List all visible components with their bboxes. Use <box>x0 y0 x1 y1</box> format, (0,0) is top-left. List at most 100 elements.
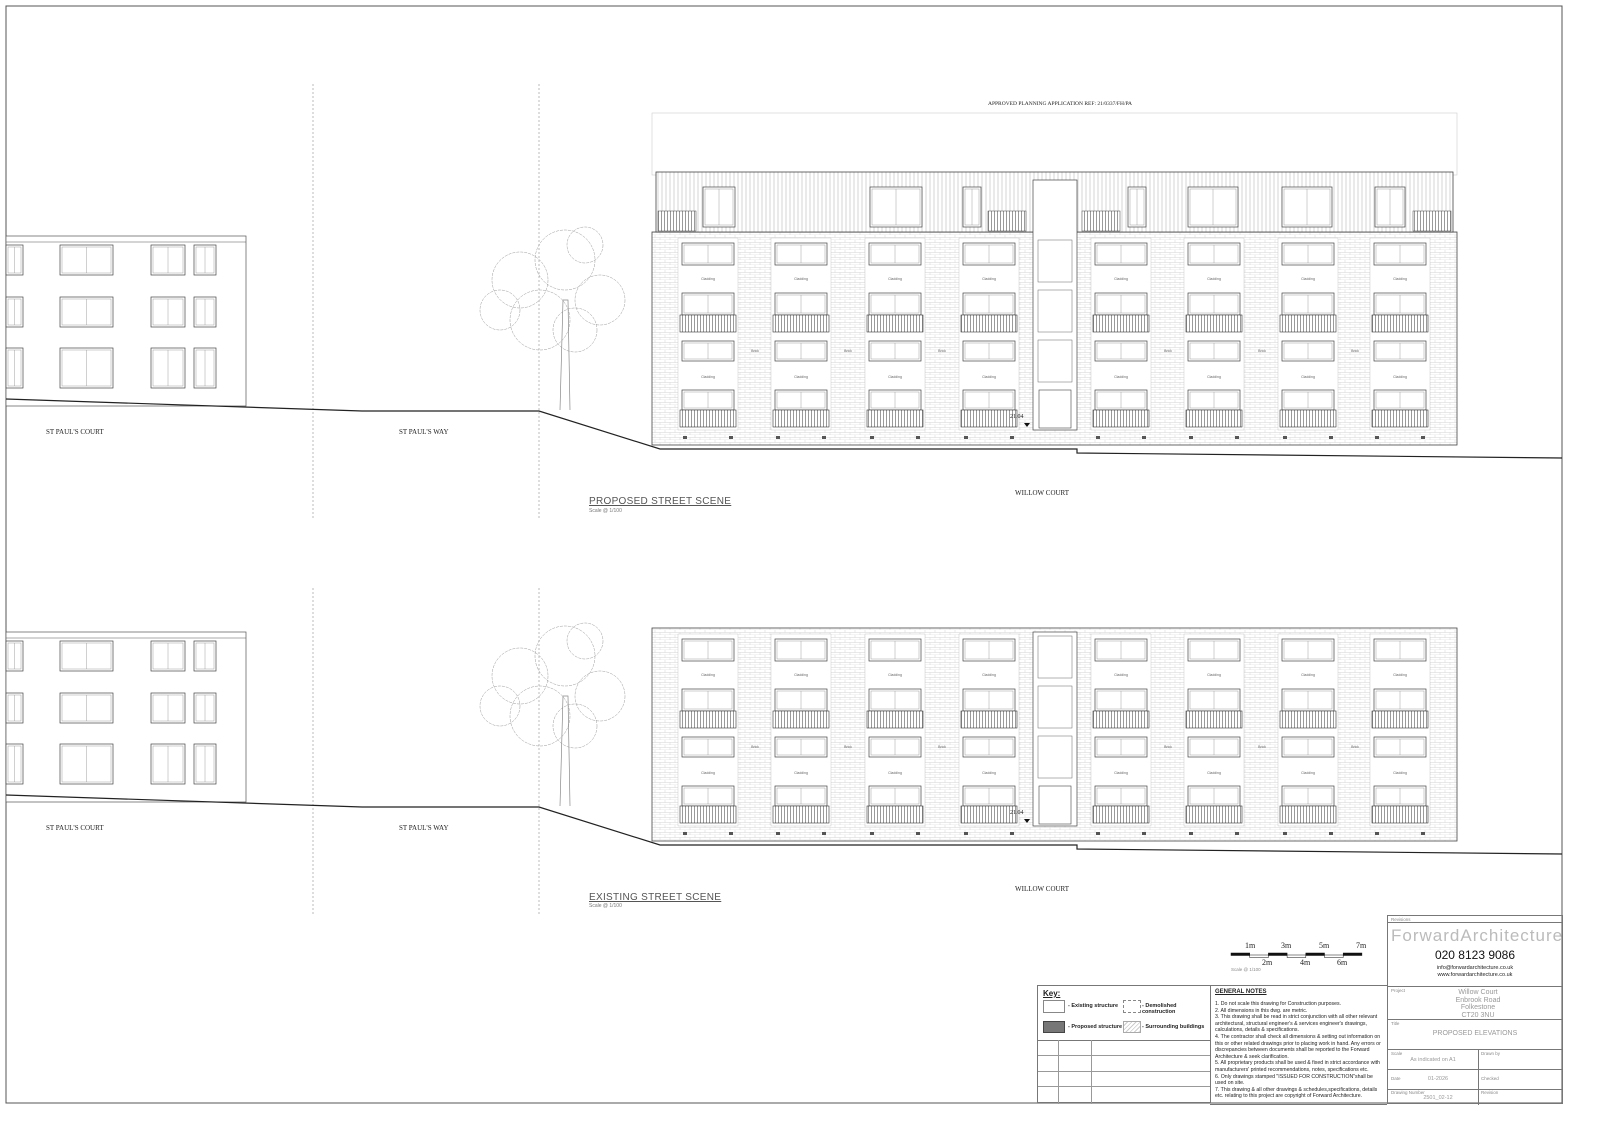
balcony-balustrade <box>1279 710 1337 729</box>
scale-tick: 6m <box>1337 958 1348 967</box>
website: www.forwardarchitecture.co.uk <box>1437 972 1513 978</box>
air-brick <box>1010 832 1014 835</box>
scale-tick: 1m <box>1245 941 1256 950</box>
scale-bar-segment <box>1268 952 1288 956</box>
air-brick <box>1235 832 1239 835</box>
material-label: Brick <box>844 745 852 749</box>
air-brick <box>776 832 780 835</box>
air-brick <box>1010 436 1014 439</box>
stair-window <box>1037 685 1073 729</box>
proposed-scene-scale: Scale @ 1/100 <box>589 508 622 514</box>
material-label: Cladding <box>1207 277 1221 281</box>
air-brick <box>1189 436 1193 439</box>
air-brick <box>1421 832 1425 835</box>
tree-canopy <box>491 251 549 309</box>
balcony-balustrade <box>1185 314 1243 333</box>
material-label: Cladding <box>982 277 996 281</box>
level-marker-icon <box>1024 819 1030 823</box>
tree-canopy <box>491 647 549 705</box>
project-cell: Project Willow Court Enbrook Road Folkes… <box>1388 986 1562 1019</box>
balcony-balustrade <box>1185 710 1243 729</box>
tree-canopy <box>534 625 596 687</box>
drawing-title: PROPOSED ELEVATIONS <box>1432 1030 1518 1037</box>
scale-tick: 7m <box>1356 941 1367 950</box>
material-label: Cladding <box>1393 277 1407 281</box>
air-brick <box>1375 832 1379 835</box>
material-label: Brick <box>844 349 852 353</box>
air-brick <box>683 832 687 835</box>
air-brick <box>1329 832 1333 835</box>
note: 6. Only drawings stamped "ISSUED FOR CON… <box>1215 1073 1373 1087</box>
tree-canopy <box>552 703 598 749</box>
label-willow-court: WILLOW COURT <box>1015 489 1070 497</box>
proposed-elevation: CladdingCladdingCladdingCladdingCladding… <box>5 171 1563 459</box>
air-brick <box>683 436 687 439</box>
air-brick <box>1375 436 1379 439</box>
air-brick <box>964 436 968 439</box>
material-label: Cladding <box>982 375 996 379</box>
balcony-balustrade <box>1279 409 1337 428</box>
material-label: Cladding <box>1301 277 1315 281</box>
air-brick <box>964 832 968 835</box>
material-label: Cladding <box>888 771 902 775</box>
tree-canopy <box>574 670 626 722</box>
proposed-scene-title: PROPOSED STREET SCENE <box>589 496 732 507</box>
scale-label: Scale <box>1391 1051 1403 1056</box>
balcony-balustrade <box>772 710 830 729</box>
roof-balustrade <box>987 210 1027 232</box>
note: 5. All proprietary products shall be use… <box>1215 1060 1380 1073</box>
air-brick <box>729 436 733 439</box>
material-label: Cladding <box>1301 771 1315 775</box>
key-label: - Demolished construction <box>1142 1003 1177 1015</box>
notes-list: 1. Do not scale this drawing for Constru… <box>1215 1001 1383 1100</box>
material-label: Cladding <box>1114 673 1128 677</box>
tree-icon <box>479 622 626 807</box>
air-brick <box>822 436 826 439</box>
scale-row: Scale As indicated on A1 Drawn by <box>1388 1049 1562 1070</box>
tree-canopy <box>479 289 521 331</box>
drawing-number-label: Drawing Number <box>1391 1090 1425 1095</box>
phone: 020 8123 9086 <box>1434 948 1516 962</box>
balcony-balustrade <box>679 805 737 824</box>
scale-value: As indicated on A1 <box>1410 1057 1456 1063</box>
material-label: Cladding <box>701 277 715 281</box>
note: 4. The contractor shall check all dimens… <box>1215 1033 1381 1060</box>
existing-scene-title: EXISTING STREET SCENE <box>589 892 722 903</box>
label-st-pauls-court: ST PAUL'S COURT <box>46 824 104 832</box>
air-brick <box>916 436 920 439</box>
balcony-balustrade <box>960 409 1018 428</box>
date-row: Date 01-2026 Checked <box>1388 1069 1562 1090</box>
tree-canopy <box>574 274 626 326</box>
material-label: Brick <box>751 349 759 353</box>
material-label: Cladding <box>794 277 808 281</box>
notes-title: GENERAL NOTES <box>1215 989 1267 995</box>
balcony-balustrade <box>1279 805 1337 824</box>
key-panel: Key: - Existing structure - Demolished c… <box>1037 985 1211 1104</box>
tree-canopy <box>566 226 604 264</box>
note: 2. All dimensions in this dwg. are metri… <box>1215 1007 1308 1014</box>
material-label: Brick <box>1351 349 1359 353</box>
scale-bar-segment <box>1342 952 1363 956</box>
scale-bar-segment <box>1249 954 1269 958</box>
label-st-pauls-way: ST PAUL'S WAY <box>399 428 449 436</box>
balcony-balustrade <box>679 409 737 428</box>
material-label: Cladding <box>701 771 715 775</box>
balcony-balustrade <box>866 805 924 824</box>
existing-elevation: CladdingCladdingCladdingCladdingCladding… <box>5 622 1563 855</box>
scale-bar-segment <box>1305 952 1325 956</box>
scale-bar-segment <box>1286 954 1307 958</box>
material-label: Cladding <box>701 673 715 677</box>
label-st-pauls-way: ST PAUL'S WAY <box>399 824 449 832</box>
balcony-balustrade <box>1371 409 1429 428</box>
balcony-balustrade <box>866 314 924 333</box>
air-brick <box>1283 832 1287 835</box>
drawing-number: 2501_02-12 <box>1423 1095 1453 1101</box>
scale-tick: 4m <box>1300 958 1311 967</box>
balcony-balustrade <box>1371 710 1429 729</box>
air-brick <box>1235 436 1239 439</box>
balcony-balustrade <box>1092 710 1150 729</box>
key-title: Key: <box>1043 989 1061 998</box>
existing-structure-swatch <box>1043 1000 1065 1013</box>
balcony-balustrade <box>772 409 830 428</box>
